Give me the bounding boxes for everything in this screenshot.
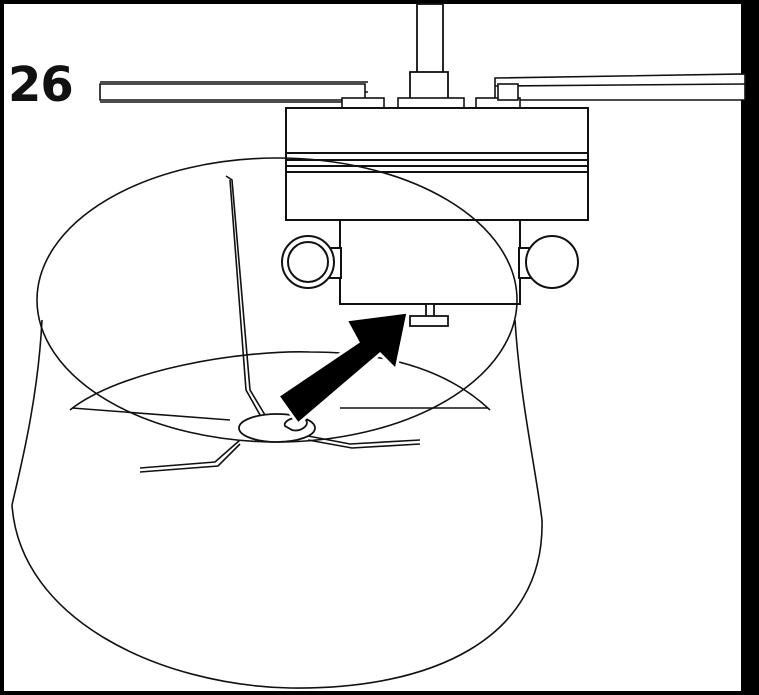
shade-spider: [71, 175, 488, 473]
mounting-screw: [409, 303, 449, 327]
light-socket-right: [518, 235, 579, 289]
motor-housing: [285, 107, 589, 221]
light-socket-left: [281, 235, 342, 289]
fan-blade-right: [494, 73, 746, 101]
panel-border-right: [743, 0, 759, 695]
lamp-shade: [11, 157, 543, 689]
downrod: [409, 3, 449, 101]
switch-housing: [339, 219, 521, 305]
install-direction-arrow-icon: [275, 310, 410, 427]
fan-blade-left: [99, 83, 366, 101]
step-number: 26: [8, 57, 74, 113]
